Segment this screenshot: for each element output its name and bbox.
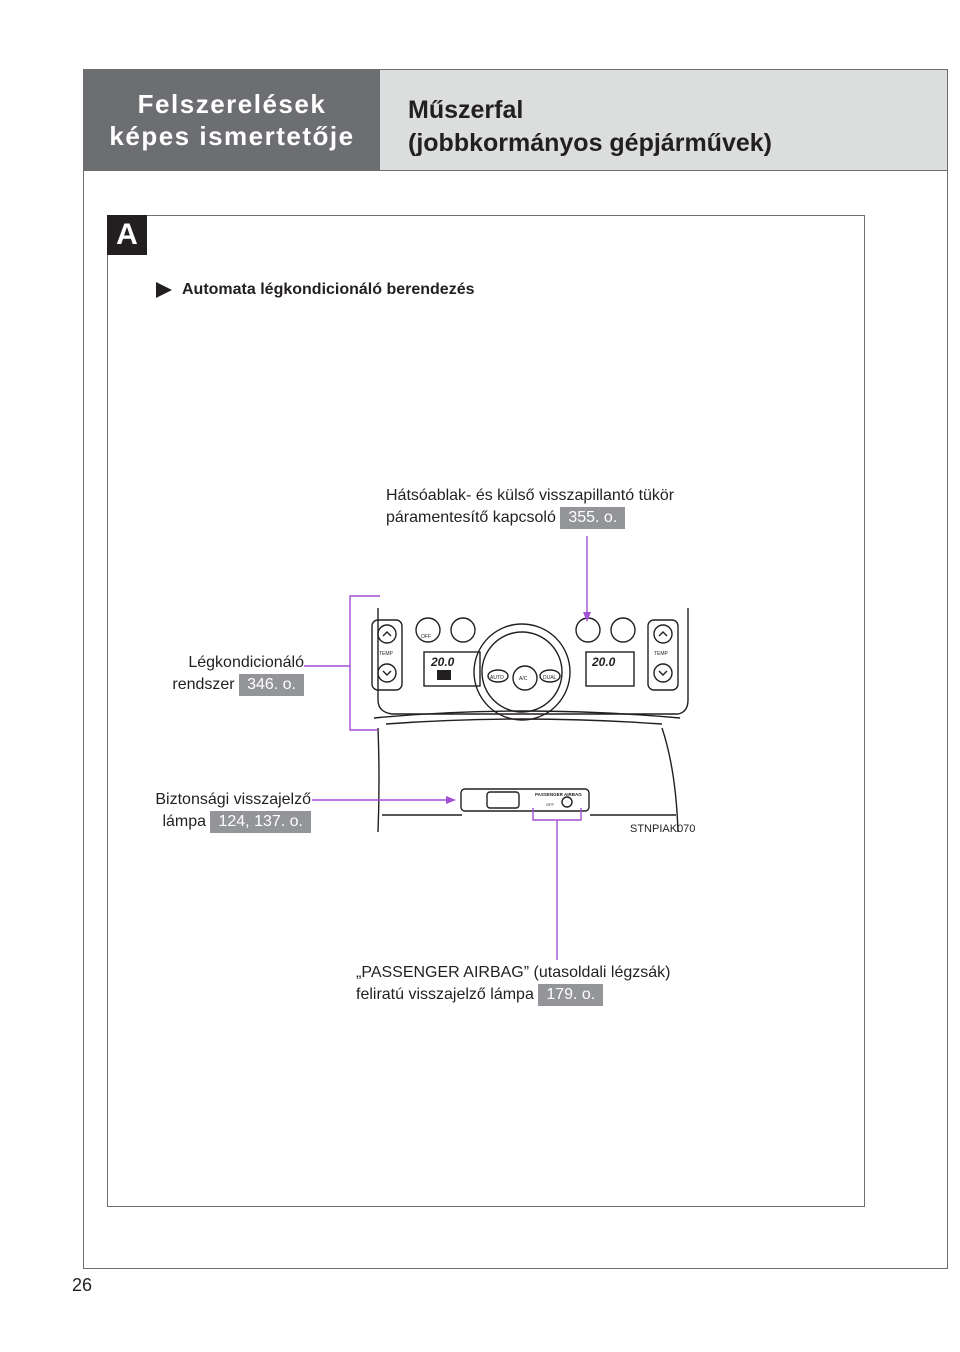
temp-up-left-button [377,624,397,644]
temp-control-right [647,619,679,691]
temp-up-right-button [653,624,673,644]
callout-defogger-line2: páramentesítő kapcsoló 355. o. [386,507,674,529]
dual-label: DUAL [543,675,557,681]
callout-airbag-line1: „PASSENGER AIRBAG” (utasoldali légzsák) [356,964,671,981]
callout-defogger: Hátsóablak- és külső visszapillantó tükö… [386,485,674,529]
airbag-bracket [532,808,582,821]
chevron-up-icon [658,631,668,637]
ac-bracket [349,595,380,731]
airbag-indicator-label: PASSENGER AIRBAG [535,792,582,797]
temp-left-value: 20.0 [430,655,455,669]
fan-level-icon [437,670,451,680]
central-dial-inner [481,631,563,713]
temp-right-label: TEMP [654,651,669,657]
seatbelt-indicator [486,791,520,809]
arrowhead-icon [583,612,591,622]
page-frame [83,69,948,1269]
section-title-line2: képes ismertetője [109,121,355,151]
section-badge: A [107,215,147,255]
panel-lower-edge [373,710,681,719]
ac-label: A/C [519,676,528,682]
callout-security: Biztonsági visszajelző lámpa 124, 137. o… [120,789,311,833]
page-ref-airbag[interactable]: 179. o. [538,984,604,1006]
callout-airbag-line2: feliratú visszajelző lámpa 179. o. [356,984,670,1006]
temp-control-left [371,619,403,691]
callout-security-line1: Biztonsági visszajelző [155,791,311,808]
page-title-line2: (jobbkormányos gépjárművek) [408,129,772,157]
airbag-off-indicator [561,796,573,808]
dash-top [385,718,663,725]
fan-off-button [415,617,441,643]
dash-left-edge [377,727,380,833]
indicator-strip [460,788,590,812]
chevron-down-icon [658,670,668,676]
panel-outline [377,608,689,715]
callout-security-line2: lámpa 124, 137. o. [120,811,311,833]
airbag-off-label: OFF [546,802,555,807]
page-number: 26 [72,1275,93,1295]
callout-ac-line2: rendszer 346. o. [140,674,304,696]
chevron-down-icon [382,670,392,676]
callout-ac-system: Légkondicionáló rendszer 346. o. [140,652,304,696]
recirculation-button [610,617,636,643]
callout-lines [304,536,591,960]
page-ref-ac[interactable]: 346. o. [239,674,304,696]
section-title-line1: Felszerelések [137,89,327,119]
temp-down-right-button [653,663,673,683]
auto-button [487,669,509,683]
display-right [585,651,635,687]
section-header: Felszerelések képes ismertetője [84,70,380,170]
page-title-line1: Műszerfal [408,96,524,124]
page-header: Műszerfal (jobbkormányos gépjárművek) [380,70,947,170]
image-code: STNPIAK070 [630,823,696,835]
dash-right-edge [661,727,679,833]
dual-button [539,669,561,683]
content-frame [107,215,865,1207]
rear-defrost-button [575,617,601,643]
ac-button [512,665,538,691]
callout-airbag: „PASSENGER AIRBAG” (utasoldali légzsák) … [356,962,670,1006]
callout-ac-line1: Légkondicionáló [188,654,304,671]
front-defrost-button [450,617,476,643]
header-divider [84,170,947,171]
auto-label: AUTO [490,675,504,681]
arrow-right-icon [156,282,172,298]
temp-right-value: 20.0 [591,655,616,669]
callout-defogger-line1: Hátsóablak- és külső visszapillantó tükö… [386,487,675,504]
subtitle-text: Automata légkondicionáló berendezés [182,281,475,298]
page-ref-security[interactable]: 124, 137. o. [210,811,311,833]
central-dial-outer [473,623,571,721]
subtitle: Automata légkondicionáló berendezés [156,281,475,299]
off-label: OFF [421,634,431,640]
arrowhead-icon [446,796,456,804]
temp-left-label: TEMP [379,651,394,657]
chevron-up-icon [382,631,392,637]
display-left [423,651,481,687]
page-ref-defogger[interactable]: 355. o. [560,507,626,529]
temp-down-left-button [377,663,397,683]
